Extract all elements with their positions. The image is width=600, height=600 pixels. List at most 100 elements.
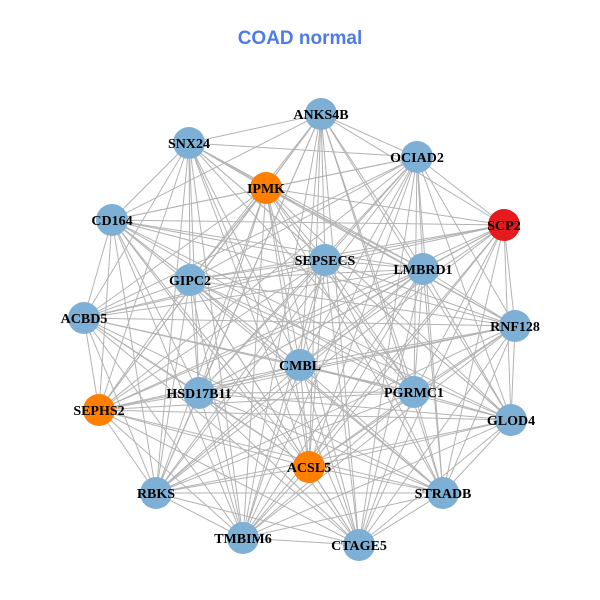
node-circle[interactable] xyxy=(398,376,430,408)
node-label: TMBIM6 xyxy=(214,532,272,547)
node-pgrmc1[interactable]: PGRMC1 xyxy=(384,376,444,408)
edge-lmbrd1-rnf128 xyxy=(422,268,516,327)
node-circle[interactable] xyxy=(427,477,459,509)
node-circle[interactable] xyxy=(96,204,128,236)
edge-ipmk-cmbl xyxy=(265,187,301,366)
edge-gipc2-sephs2 xyxy=(98,279,191,411)
node-stradb[interactable]: STRADB xyxy=(415,477,472,509)
edge-snx24-rbks xyxy=(155,142,190,494)
edge-glod4-stradb xyxy=(442,419,512,494)
node-label: SEPSECS xyxy=(295,254,356,269)
node-circle[interactable] xyxy=(309,244,341,276)
edge-sepsecs-gipc2 xyxy=(189,259,326,281)
edge-sephs2-stradb xyxy=(98,409,444,494)
node-acsl5[interactable]: ACSL5 xyxy=(287,451,331,483)
node-snx24[interactable]: SNX24 xyxy=(168,127,210,159)
edge-snx24-ociad2 xyxy=(188,142,418,158)
edge-lmbrd1-pgrmc1 xyxy=(413,268,424,393)
node-label: RBKS xyxy=(137,487,175,502)
edge-sepsecs-rnf128 xyxy=(324,259,516,327)
node-hsd17b11[interactable]: HSD17B11 xyxy=(166,377,232,409)
node-circle[interactable] xyxy=(401,141,433,173)
node-tmbim6[interactable]: TMBIM6 xyxy=(214,522,272,554)
edge-acbd5-rnf128 xyxy=(83,317,516,327)
edge-cd164-rbks xyxy=(111,219,157,494)
edge-acsl5-rbks xyxy=(155,466,310,494)
edge-gipc2-glod4 xyxy=(189,279,512,421)
edge-rnf128-tmbim6 xyxy=(242,325,516,539)
node-circle[interactable] xyxy=(343,529,375,561)
edge-ociad2-acbd5 xyxy=(83,156,418,319)
node-circle[interactable] xyxy=(68,302,100,334)
edge-lmbrd1-glod4 xyxy=(422,268,512,421)
node-rnf128[interactable]: RNF128 xyxy=(490,310,540,342)
node-anks4b[interactable]: ANKS4B xyxy=(293,98,349,130)
node-lmbrd1[interactable]: LMBRD1 xyxy=(393,253,453,285)
node-gipc2[interactable]: GIPC2 xyxy=(169,264,211,296)
edge-glod4-acsl5 xyxy=(308,419,512,468)
edge-hsd17b11-stradb xyxy=(198,392,444,494)
edge-scp2-gipc2 xyxy=(189,224,505,281)
edge-pgrmc1-rbks xyxy=(155,391,415,494)
edge-anks4b-sepsecs xyxy=(320,113,326,261)
node-circle[interactable] xyxy=(293,451,325,483)
edge-stradb-tmbim6 xyxy=(242,492,444,539)
edge-sepsecs-acbd5 xyxy=(83,259,326,319)
node-circle[interactable] xyxy=(284,349,316,381)
edge-anks4b-cmbl xyxy=(299,113,322,366)
edge-gipc2-acbd5 xyxy=(83,279,191,319)
edge-anks4b-ociad2 xyxy=(320,113,418,158)
node-circle[interactable] xyxy=(250,172,282,204)
node-label: LMBRD1 xyxy=(393,263,452,278)
node-ipmk[interactable]: IPMK xyxy=(247,172,285,204)
edge-cd164-sepsecs xyxy=(111,219,326,261)
edge-ociad2-hsd17b11 xyxy=(198,156,418,394)
node-cd164[interactable]: CD164 xyxy=(91,204,133,236)
node-label: SNX24 xyxy=(168,137,210,152)
edge-tmbim6-ctage5 xyxy=(242,537,360,546)
node-label: IPMK xyxy=(247,182,285,197)
node-circle[interactable] xyxy=(183,377,215,409)
node-label: CMBL xyxy=(279,359,321,374)
edge-lmbrd1-hsd17b11 xyxy=(198,268,424,394)
node-cmbl[interactable]: CMBL xyxy=(279,349,321,381)
node-sepsecs[interactable]: SEPSECS xyxy=(295,244,356,276)
node-glod4[interactable]: GLOD4 xyxy=(487,404,535,436)
edge-cmbl-rbks xyxy=(155,364,301,494)
node-label: GLOD4 xyxy=(487,414,535,429)
edge-hsd17b11-acsl5 xyxy=(198,392,310,468)
edge-cmbl-ctage5 xyxy=(299,364,360,546)
edge-ociad2-rnf128 xyxy=(416,156,516,327)
node-circle[interactable] xyxy=(227,522,259,554)
node-circle[interactable] xyxy=(83,394,115,426)
node-ociad2[interactable]: OCIAD2 xyxy=(390,141,444,173)
node-label: CD164 xyxy=(91,214,132,229)
edge-glod4-tmbim6 xyxy=(242,419,512,539)
node-circle[interactable] xyxy=(140,477,172,509)
edge-ipmk-sephs2 xyxy=(98,187,267,411)
edge-anks4b-ctage5 xyxy=(320,113,360,546)
edge-sepsecs-hsd17b11 xyxy=(198,259,326,394)
edge-cd164-scp2 xyxy=(111,219,505,226)
node-circle[interactable] xyxy=(173,127,205,159)
edge-anks4b-pgrmc1 xyxy=(320,113,415,393)
edge-scp2-pgrmc1 xyxy=(413,224,505,393)
node-scp2[interactable]: SCP2 xyxy=(487,209,521,241)
edge-lmbrd1-cmbl xyxy=(299,268,424,366)
chart-title: COAD normal xyxy=(237,28,363,49)
node-circle[interactable] xyxy=(174,264,206,296)
node-ctage5[interactable]: CTAGE5 xyxy=(331,529,387,561)
edge-anks4b-lmbrd1 xyxy=(320,113,424,270)
node-sephs2[interactable]: SEPHS2 xyxy=(73,394,125,426)
edge-stradb-ctage5 xyxy=(358,492,444,546)
node-acbd5[interactable]: ACBD5 xyxy=(61,302,108,334)
node-circle[interactable] xyxy=(495,404,527,436)
edge-acbd5-stradb xyxy=(83,317,444,494)
node-circle[interactable] xyxy=(488,209,520,241)
node-rbks[interactable]: RBKS xyxy=(137,477,175,509)
node-circle[interactable] xyxy=(499,310,531,342)
edge-snx24-ctage5 xyxy=(188,142,360,546)
edge-cmbl-stradb xyxy=(299,364,444,494)
node-circle[interactable] xyxy=(407,253,439,285)
node-circle[interactable] xyxy=(305,98,337,130)
